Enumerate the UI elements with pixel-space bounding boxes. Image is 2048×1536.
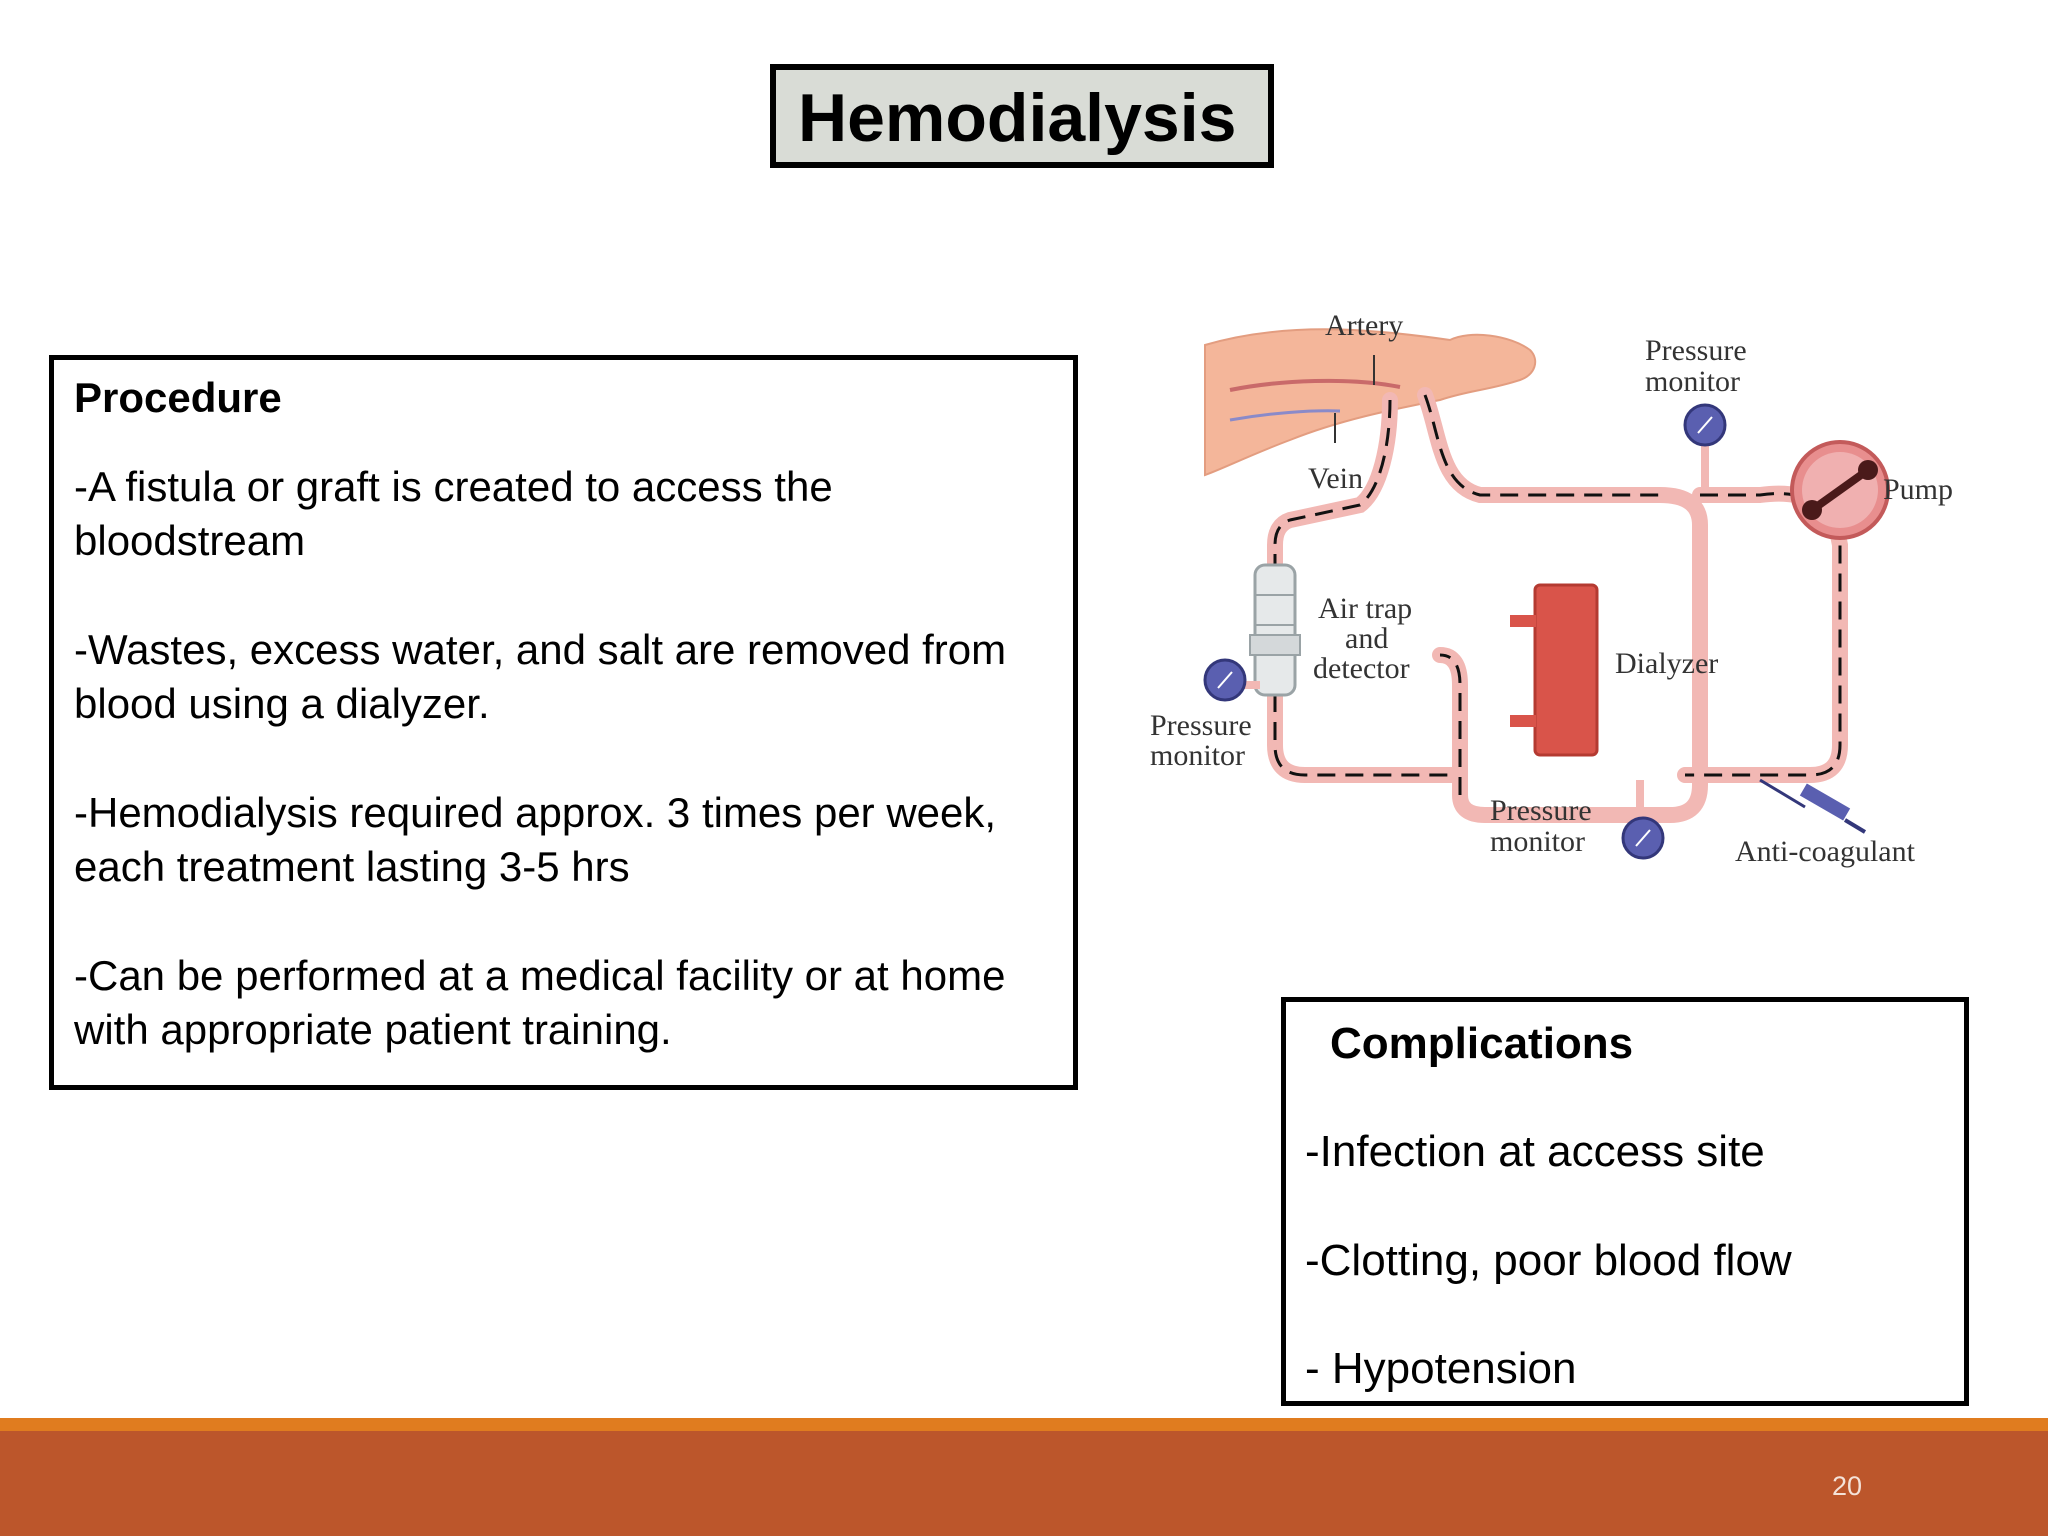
label-pressure-monitor-top: Pressure: [1645, 334, 1747, 367]
procedure-box: Procedure -A fistula or graft is created…: [49, 355, 1078, 1090]
syringe-icon: [1759, 778, 1867, 834]
flow-dash-4: [1439, 653, 1462, 795]
label-air-trap: detector: [1313, 652, 1410, 685]
label-pressure-monitor-bottom: Pressure: [1490, 794, 1592, 827]
flow-dash-3: [1685, 492, 1842, 777]
dialyzer-port: [1510, 615, 1536, 627]
slide-title: Hemodialysis: [798, 80, 1237, 156]
procedure-item: -Hemodialysis required approx. 3 times p…: [74, 789, 997, 890]
label-pressure-monitor-left: Pressure: [1150, 709, 1252, 742]
complications-heading: Complications: [1330, 1019, 1634, 1068]
label-air-trap: Air trap: [1318, 592, 1412, 625]
gauge-needle: [1635, 829, 1651, 847]
procedure-item: -A fistula or graft is created to access…: [74, 463, 833, 564]
label-vein: Vein: [1308, 462, 1363, 495]
gauge-needle: [1217, 671, 1233, 689]
label-anticoagulant: Anti-coagulant: [1735, 835, 1916, 868]
label-dialyzer: Dialyzer: [1615, 647, 1718, 680]
footer-accent-line: [0, 1418, 2048, 1431]
dialyzer-port: [1510, 715, 1536, 727]
title-box: Hemodialysis: [770, 64, 1274, 168]
label-pressure-monitor-bottom: monitor: [1490, 825, 1585, 858]
tubing-artery-line: [1267, 392, 1463, 783]
label-pressure-monitor-left: monitor: [1150, 739, 1245, 772]
air-trap-detector: [1249, 634, 1301, 656]
flow-dash-1: [1423, 394, 1660, 497]
footer-band: [0, 1431, 2048, 1536]
complication-item: - Hypotension: [1305, 1344, 1577, 1393]
page-number: 20: [1832, 1471, 1863, 1501]
complication-item: -Infection at access site: [1305, 1127, 1765, 1176]
label-artery: Artery: [1325, 309, 1403, 342]
procedure-item: -Can be performed at a medical facility …: [74, 952, 1006, 1053]
hemodialysis-diagram: Artery Vein Pressure monitor Pump Air tr…: [1150, 309, 1953, 868]
label-air-trap: and: [1345, 622, 1388, 655]
label-pump: Pump: [1883, 473, 1953, 506]
complications-box: Complications -Infection at access site …: [1281, 997, 1969, 1406]
procedure-heading: Procedure: [74, 374, 282, 421]
label-pressure-monitor-top: monitor: [1645, 365, 1740, 398]
flow-dash-2: [1273, 399, 1455, 777]
dialyzer-icon: [1533, 583, 1599, 757]
forearm-icon: [1204, 328, 1537, 477]
air-trap-icon: [1253, 563, 1297, 697]
vein-vessel: [1229, 409, 1341, 422]
pump-rotor: [1809, 466, 1871, 514]
pump-roller: [1858, 460, 1878, 480]
complication-item: -Clotting, poor blood flow: [1305, 1236, 1792, 1285]
pump-roller: [1802, 500, 1822, 520]
tubing-pump-return: [1677, 485, 1848, 783]
artery-vessel: [1229, 378, 1401, 392]
gauge-needle: [1697, 416, 1713, 434]
procedure-item: -Wastes, excess water, and salt are remo…: [74, 626, 1007, 727]
